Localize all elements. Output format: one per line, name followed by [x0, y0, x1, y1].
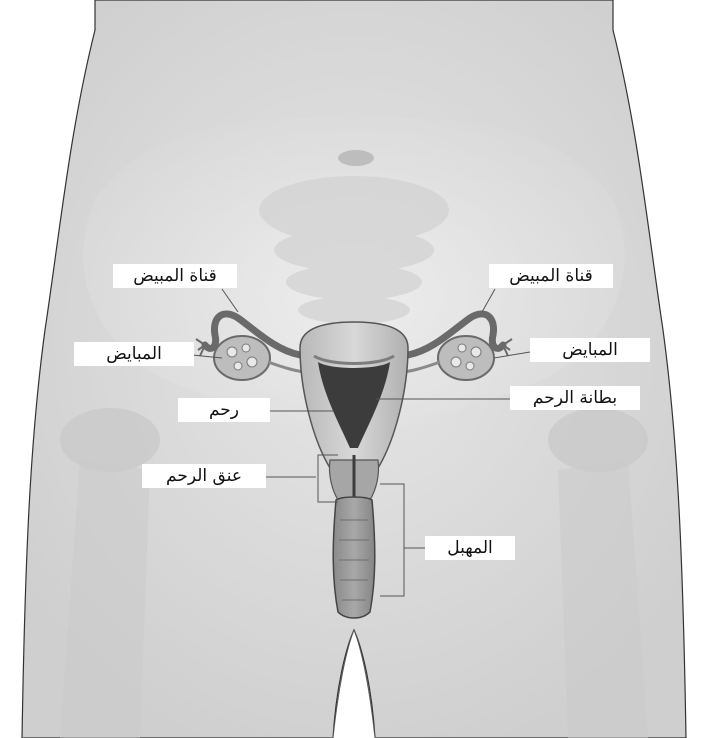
label-ovary-left: المبايض	[74, 342, 194, 366]
right-femur-head	[548, 408, 648, 472]
left-femur-head	[60, 408, 160, 472]
left-ovary	[214, 336, 270, 380]
right-ovary	[438, 336, 494, 380]
label-ovary-right: المبايض	[530, 338, 650, 362]
label-vagina: المهبل	[425, 536, 515, 560]
label-fallopian-tube-left: قناة المبيض	[113, 264, 237, 288]
label-endometrium: بطانة الرحم	[510, 386, 640, 410]
label-cervix: عنق الرحم	[142, 464, 266, 488]
navel	[338, 150, 374, 166]
label-uterus: رحم	[178, 398, 270, 422]
label-fallopian-tube-right: قناة المبيض	[489, 264, 613, 288]
